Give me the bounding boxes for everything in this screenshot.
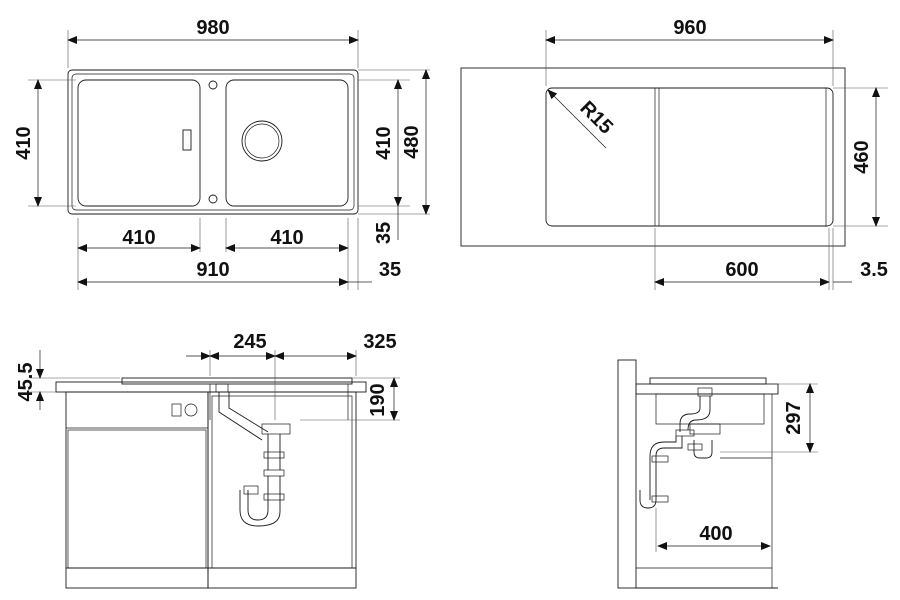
wall [617,359,637,589]
dim-460: 460 [851,140,873,173]
dim-35-vertical: 35 [373,222,395,244]
dim-480: 480 [401,125,423,158]
sink-rim [121,377,353,385]
top-left-dimensions: 980 410 410 480 35 410 410 910 [13,17,430,290]
dim-600: 600 [725,259,758,281]
dim-910: 910 [196,259,229,281]
dim-245: 245 [233,331,266,353]
side-pipework [639,387,772,509]
dim-410-right-vertical: 410 [373,126,395,159]
bottom-left-dimensions: 45.5 245 325 190 [15,331,400,421]
drain-inner [244,123,280,159]
dim-3-5: 3.5 [860,259,888,281]
dim-190: 190 [367,383,389,416]
bottom-right-dimensions: 297 400 [655,383,818,552]
worktop [55,381,367,393]
dim-410-left-vertical: 410 [13,126,35,159]
cutout-outline [460,67,846,247]
left-bowl [77,79,201,207]
dim-45-5: 45.5 [15,363,37,402]
dim-35-horizontal: 35 [379,259,401,281]
top-right-cutout-view [460,67,846,247]
bottom-left-front-view [55,377,367,589]
waste-pipework [215,383,291,527]
dim-960: 960 [673,17,706,39]
side-worktop [635,383,779,395]
cabinet-left [65,391,209,589]
dim-325: 325 [363,331,396,353]
bottom-right-side-view [617,359,779,589]
control-knob [184,403,198,417]
control-button-1 [171,403,182,417]
overflow-slot [182,129,192,151]
drain-outer [241,120,283,162]
dim-980: 980 [196,17,229,39]
dim-400: 400 [699,523,732,545]
cabinet-right [207,391,357,589]
right-bowl [225,79,349,207]
dim-r15: R15 [575,97,617,139]
top-right-dimensions: 960 460 R15 600 3.5 [545,17,888,290]
dim-410-left-horizontal: 410 [122,227,155,249]
dim-297: 297 [783,401,805,434]
top-left-plan-view [67,69,359,215]
cutout-inner [545,87,834,227]
sink-inner-rim [71,73,355,211]
tap-hole-bottom [208,194,218,204]
side-rim [649,377,767,385]
tap-hole-top [208,80,218,90]
dim-410-right-horizontal: 410 [270,227,303,249]
sink-outline [67,69,359,215]
